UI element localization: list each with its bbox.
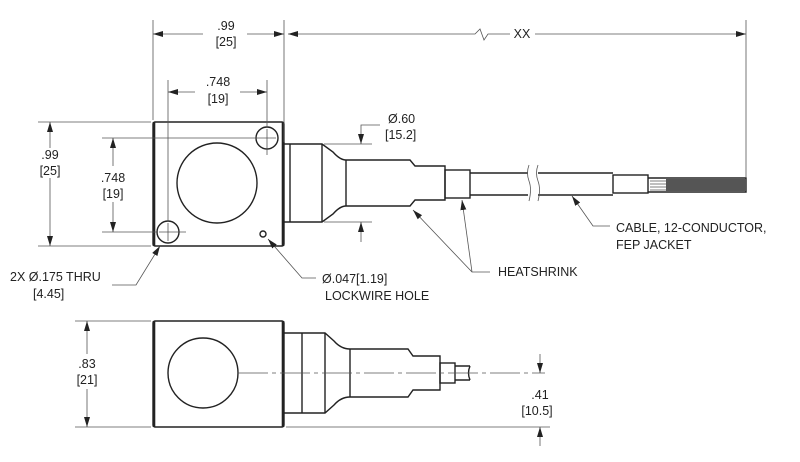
sensor-body (152, 121, 285, 247)
lockwire-hole (259, 230, 267, 238)
sensor-face-circle (176, 142, 258, 224)
connector (284, 143, 446, 223)
callout-text: LOCKWIRE HOLE (325, 289, 429, 303)
dim-text: [25] (40, 164, 61, 178)
dim-text: Ø.60 (388, 112, 415, 126)
dim-centerline-height: .41 [10.5] (286, 354, 553, 446)
dim-cable-length: XX (288, 20, 746, 178)
cable (470, 172, 613, 196)
callout-text: CABLE, 12-CONDUCTOR, (616, 221, 767, 235)
dim-hole-spacing-h: .748 [19] (167, 75, 268, 222)
dim-hole-spacing-v: .748 [19] (101, 137, 258, 233)
break-symbol (527, 164, 540, 202)
heatshrink-sleeve (444, 169, 471, 199)
callout-text: FEP JACKET (616, 238, 692, 252)
dim-text: .748 (206, 75, 230, 89)
callout-text: Ø.047[1.19] (322, 272, 387, 286)
dim-text: [19] (103, 187, 124, 201)
cable-jacket-end (612, 174, 649, 194)
dim-text: .99 (41, 148, 58, 162)
dim-text: [19] (208, 92, 229, 106)
side-view (152, 320, 545, 428)
conductors (648, 177, 747, 193)
dim-text: [15.2] (385, 128, 416, 142)
dim-text: .748 (101, 171, 125, 185)
callout-mount-holes: 2X Ø.175 THRU [4.45] (10, 245, 161, 301)
mount-hole (156, 220, 186, 244)
dim-connector-diameter: Ø.60 [15.2] (324, 112, 416, 242)
dim-text: .99 (217, 19, 234, 33)
callout-text: [4.45] (33, 287, 64, 301)
dim-text: .83 (78, 357, 95, 371)
dim-text: [10.5] (521, 404, 552, 418)
callout-heatshrink: HEATSHRINK (412, 199, 578, 279)
dim-text: XX (514, 27, 531, 41)
callout-lockwire: Ø.047[1.19] LOCKWIRE HOLE (267, 238, 429, 303)
dim-text: .41 (531, 388, 548, 402)
callout-text: 2X Ø.175 THRU (10, 270, 101, 284)
top-view (152, 121, 747, 247)
dim-text: [21] (77, 373, 98, 387)
dim-text: [25] (216, 35, 237, 49)
mount-hole (255, 126, 279, 155)
callout-text: HEATSHRINK (498, 265, 578, 279)
dim-overall-height: .99 [25] (38, 121, 151, 247)
callout-cable: CABLE, 12-CONDUCTOR, FEP JACKET (571, 195, 767, 252)
sensor-body (152, 320, 285, 428)
dim-thickness: .83 [21] (75, 320, 151, 428)
sensor-face-circle (167, 337, 239, 409)
